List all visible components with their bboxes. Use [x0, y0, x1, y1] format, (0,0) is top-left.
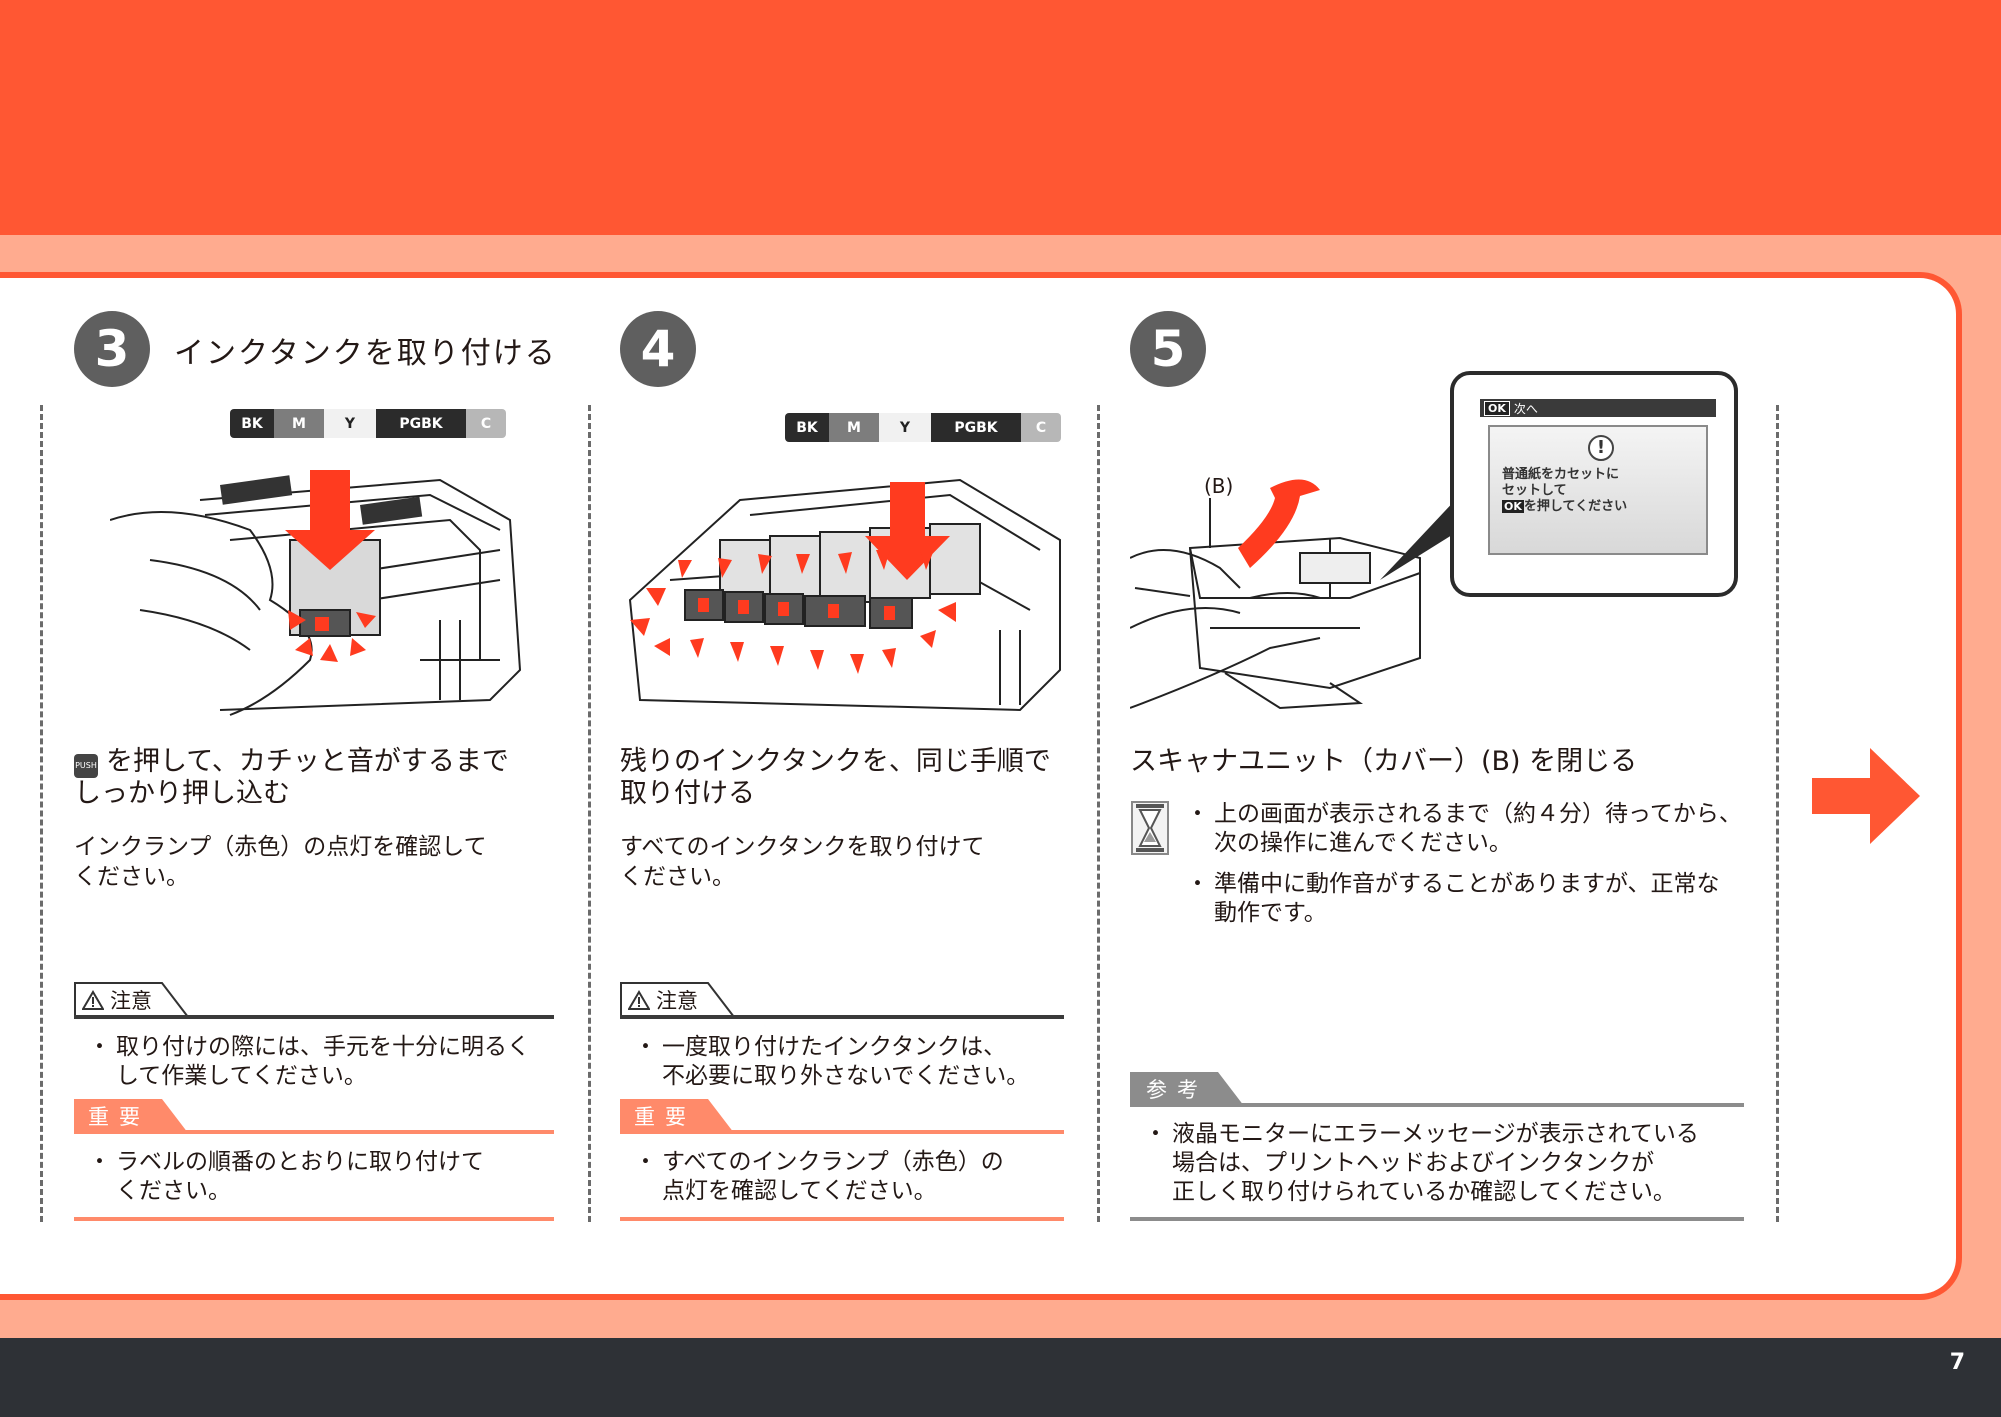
- step-3-body: インクランプ（赤色）の点灯を確認して ください。: [74, 834, 487, 890]
- reference-bottom-rule: [1130, 1217, 1744, 1221]
- top-header-band: [0, 0, 2001, 235]
- ink-label-strip: BK M Y PGBK C: [230, 409, 506, 438]
- step-5-heading: スキャナユニット（カバー）(B) を閉じる: [1130, 746, 1638, 777]
- ink-label-strip: BK M Y PGBK C: [785, 413, 1061, 442]
- caution-rule: [74, 1015, 554, 1019]
- push-button-icon: PUSH: [74, 754, 98, 778]
- reference-note: ・ 液晶モニターにエラーメッセージが表示されている 場合は、プリントヘッドおよび…: [1144, 1121, 1699, 1205]
- ink-label-y: Y: [324, 409, 376, 438]
- column-divider: [588, 405, 591, 1222]
- reference-rule: [1130, 1103, 1744, 1107]
- reference-label: 参考: [1146, 1078, 1208, 1102]
- column-divider: [40, 405, 43, 1222]
- warning-icon: [82, 990, 104, 1010]
- important-label: 重要: [88, 1105, 150, 1129]
- column-divider: [1776, 405, 1779, 1222]
- step-5-badge: 5: [1130, 311, 1206, 387]
- important-rule: [74, 1130, 554, 1134]
- step-4-important-note: ・ すべてのインクランプ（赤色）の 点灯を確認してください。: [634, 1149, 1004, 1204]
- step-3-badge: 3: [74, 311, 150, 387]
- ink-label-pgbk: PGBK: [376, 409, 466, 438]
- ink-label-bk: BK: [230, 409, 274, 438]
- ok-button-indicator: OK: [1484, 400, 1510, 416]
- exclamation-icon: !: [1588, 435, 1614, 461]
- footer-bar: [0, 1338, 2001, 1417]
- scanner-unit-label: (B): [1204, 474, 1234, 498]
- close-scanner-illustration: [1130, 479, 1421, 710]
- ink-label-m: M: [829, 413, 879, 442]
- ink-label-pgbk: PGBK: [931, 413, 1021, 442]
- ok-mini-indicator: OK: [1502, 500, 1524, 513]
- reference-tab-shape: [1130, 1072, 1244, 1106]
- column-divider: [1097, 405, 1100, 1222]
- step-3-caution-note: ・ 取り付けの際には、手元を十分に明るく して作業してください。: [88, 1034, 530, 1089]
- ink-label-bk: BK: [785, 413, 829, 442]
- warning-icon: [628, 990, 650, 1010]
- noise-note: ・ 準備中に動作音がすることがありますが、正常な 動作です。: [1186, 871, 1720, 926]
- ink-label-m: M: [274, 409, 324, 438]
- important-bottom-rule: [620, 1217, 1064, 1221]
- important-tab-shape: [620, 1099, 734, 1133]
- section-title: インクタンクを取り付ける: [174, 336, 557, 371]
- important-rule: [620, 1130, 1064, 1134]
- install-ink-tank-illustration: [110, 470, 522, 716]
- ink-label-y: Y: [879, 413, 931, 442]
- ink-label-c: C: [466, 409, 506, 438]
- callout-pointer: [1380, 495, 1460, 580]
- all-ink-tanks-illustration: [628, 478, 1061, 712]
- wait-note: ・ 上の画面が表示されるまで（約４分）待ってから、 次の操作に進んでください。: [1186, 801, 1742, 856]
- caution-tab: 注意: [74, 982, 189, 1018]
- important-label: 重要: [634, 1105, 696, 1129]
- page-number: 7: [1949, 1350, 1965, 1375]
- step-3-important-note: ・ ラベルの順番のとおりに取り付けて ください。: [88, 1149, 484, 1204]
- ink-label-c: C: [1021, 413, 1061, 442]
- hourglass-icon: [1131, 801, 1169, 855]
- important-tab-shape: [74, 1099, 188, 1133]
- next-page-arrow-icon: [1812, 748, 1920, 844]
- step-4-badge: 4: [620, 311, 696, 387]
- caution-tab: 注意: [620, 982, 735, 1018]
- lcd-header: OK 次へ: [1480, 399, 1716, 417]
- step-4-caution-note: ・ 一度取り付けたインクタンクは、 不必要に取り外さないでください。: [634, 1034, 1030, 1089]
- caution-rule: [620, 1015, 1064, 1019]
- step-4-heading: 残りのインクタンクを、同じ手順で 取り付ける: [620, 746, 1051, 809]
- important-bottom-rule: [74, 1217, 554, 1221]
- step-4-body: すべてのインクタンクを取り付けて ください。: [620, 834, 985, 890]
